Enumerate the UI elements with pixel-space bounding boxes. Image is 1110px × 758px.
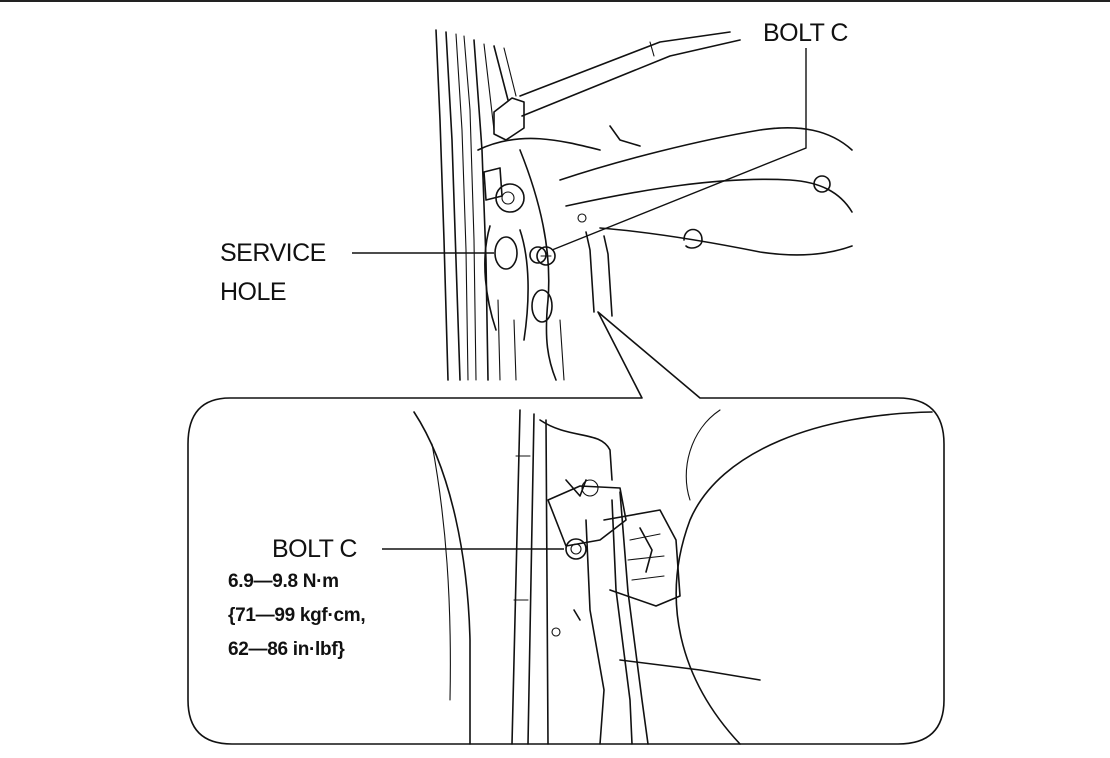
detail-view-bracket	[413, 409, 933, 745]
detail-callout-frame	[187, 311, 945, 745]
service-hole-label-line2: HOLE	[220, 278, 287, 306]
bolt-c-top-label: BOLT C	[763, 19, 849, 47]
bolt-c-detail	[565, 538, 587, 560]
bolt-c-detail-label: BOLT C	[272, 535, 358, 563]
bolt-c-upper-leader	[551, 48, 807, 251]
service-hole	[494, 236, 518, 270]
service-hole-label-line1: SERVICE	[220, 239, 326, 267]
torque-spec-line1: 6.9—9.8 N·m	[228, 571, 339, 592]
torque-spec-line3: 62—86 in·lbf}	[228, 639, 345, 660]
upper-view-door-frame	[435, 29, 853, 381]
bolt-c-upper	[529, 246, 556, 266]
top-border-rule	[0, 0, 1110, 2]
torque-spec-line2: {71—99 kgf·cm,	[228, 605, 366, 626]
